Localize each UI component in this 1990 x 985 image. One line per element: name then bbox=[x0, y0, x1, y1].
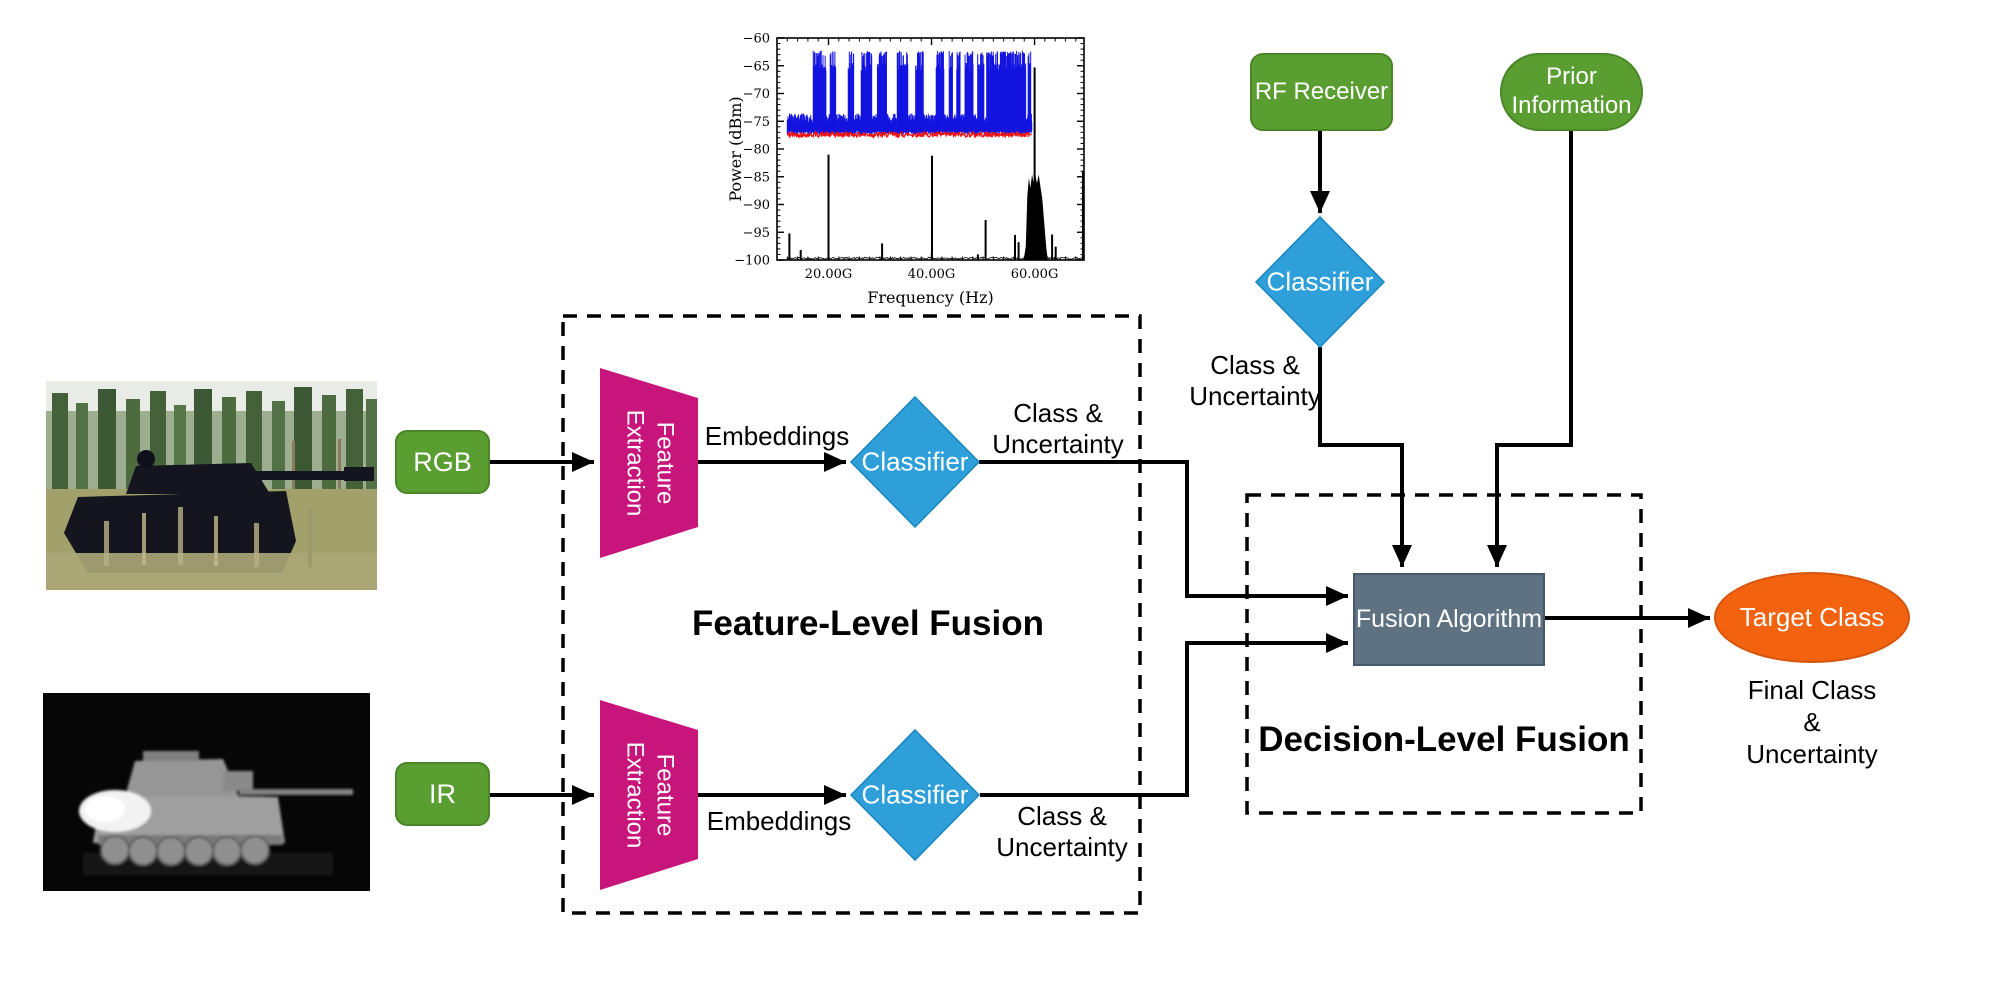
final-output-label: Final Class & Uncertainty bbox=[1746, 675, 1878, 770]
classifier-rf-label: Classifier bbox=[1266, 266, 1374, 297]
svg-text:60.00G: 60.00G bbox=[1011, 267, 1059, 282]
ir-node-label: IR bbox=[429, 778, 456, 809]
feature-extraction-ir: Feature Extraction bbox=[600, 700, 698, 890]
target-class-label: Target Class bbox=[1739, 602, 1885, 632]
embeddings-ir-label: Embeddings bbox=[706, 806, 852, 836]
svg-text:−65: −65 bbox=[743, 59, 770, 74]
fusion-algorithm-node: Fusion Algorithm bbox=[1353, 573, 1545, 666]
prior-information-node: Prior Information bbox=[1500, 53, 1643, 131]
prior-information-label: Prior Information bbox=[1511, 63, 1632, 119]
embeddings-rgb-label: Embeddings bbox=[704, 421, 850, 451]
class-uncertainty-rf-label: Class & Uncertainty bbox=[1189, 350, 1321, 411]
svg-text:−85: −85 bbox=[743, 170, 770, 185]
svg-text:−90: −90 bbox=[743, 198, 770, 213]
svg-text:−80: −80 bbox=[743, 143, 770, 158]
fusion-algorithm-label: Fusion Algorithm bbox=[1355, 605, 1543, 633]
class-uncertainty-ir-label: Class & Uncertainty bbox=[996, 801, 1128, 862]
feature-extraction-rgb-label: Feature Extraction bbox=[621, 409, 678, 517]
x-axis-label: Frequency (Hz) bbox=[867, 288, 994, 307]
arrow-prior-to-fusion bbox=[1487, 131, 1573, 567]
rgb-node-label: RGB bbox=[413, 446, 472, 477]
svg-text:40.00G: 40.00G bbox=[908, 267, 956, 282]
svg-text:−70: −70 bbox=[743, 87, 770, 102]
feature-level-fusion-title: Feature-Level Fusion bbox=[691, 604, 1045, 643]
series-transmitted-tones bbox=[787, 67, 1084, 260]
arrow-classifier-rf-to-fusion bbox=[1318, 347, 1412, 567]
rf-receiver-label: RF Receiver bbox=[1254, 78, 1389, 105]
rgb-tank bbox=[64, 450, 374, 573]
svg-text:20.00G: 20.00G bbox=[805, 267, 853, 282]
svg-text:−95: −95 bbox=[743, 226, 770, 241]
rf-receiver-node: RF Receiver bbox=[1250, 53, 1393, 131]
classifier-ir-label: Classifier bbox=[861, 779, 969, 810]
ir-tank-image bbox=[43, 693, 370, 891]
feature-extraction-rgb: Feature Extraction bbox=[600, 368, 698, 558]
spectrum-plot: −60 −65 −70 −75 −80 −85 −90 −95 −100 20.00G 40.00G… bbox=[728, 32, 1085, 307]
svg-text:−75: −75 bbox=[743, 115, 770, 130]
target-class-node: Target Class bbox=[1714, 572, 1910, 663]
series-occupied-spectrum-bursts bbox=[786, 50, 1033, 135]
plot-axes: −60 −65 −70 −75 −80 −85 −90 −95 −100 20.00G 40.00G… bbox=[728, 32, 1085, 307]
svg-text:−60: −60 bbox=[743, 32, 770, 47]
y-axis-label: Power (dBm) bbox=[728, 96, 745, 201]
arrow-classifier-ir-to-fusion bbox=[980, 633, 1348, 797]
ir-tank bbox=[79, 751, 353, 875]
rgb-tank-image bbox=[46, 381, 377, 590]
svg-text:−100: −100 bbox=[734, 254, 770, 269]
series-noise-reference bbox=[786, 129, 1032, 140]
feature-extraction-ir-label: Feature Extraction bbox=[621, 741, 678, 849]
rgb-node: RGB bbox=[395, 430, 490, 494]
decision-level-fusion-title: Decision-Level Fusion bbox=[1258, 720, 1630, 759]
ir-node: IR bbox=[395, 762, 490, 826]
class-uncertainty-rgb-label: Class & Uncertainty bbox=[992, 398, 1124, 459]
arrow-classifier-rgb-to-fusion bbox=[979, 460, 1348, 606]
rgb-grass-foreground bbox=[46, 507, 377, 590]
classifier-rgb-label: Classifier bbox=[861, 446, 969, 477]
